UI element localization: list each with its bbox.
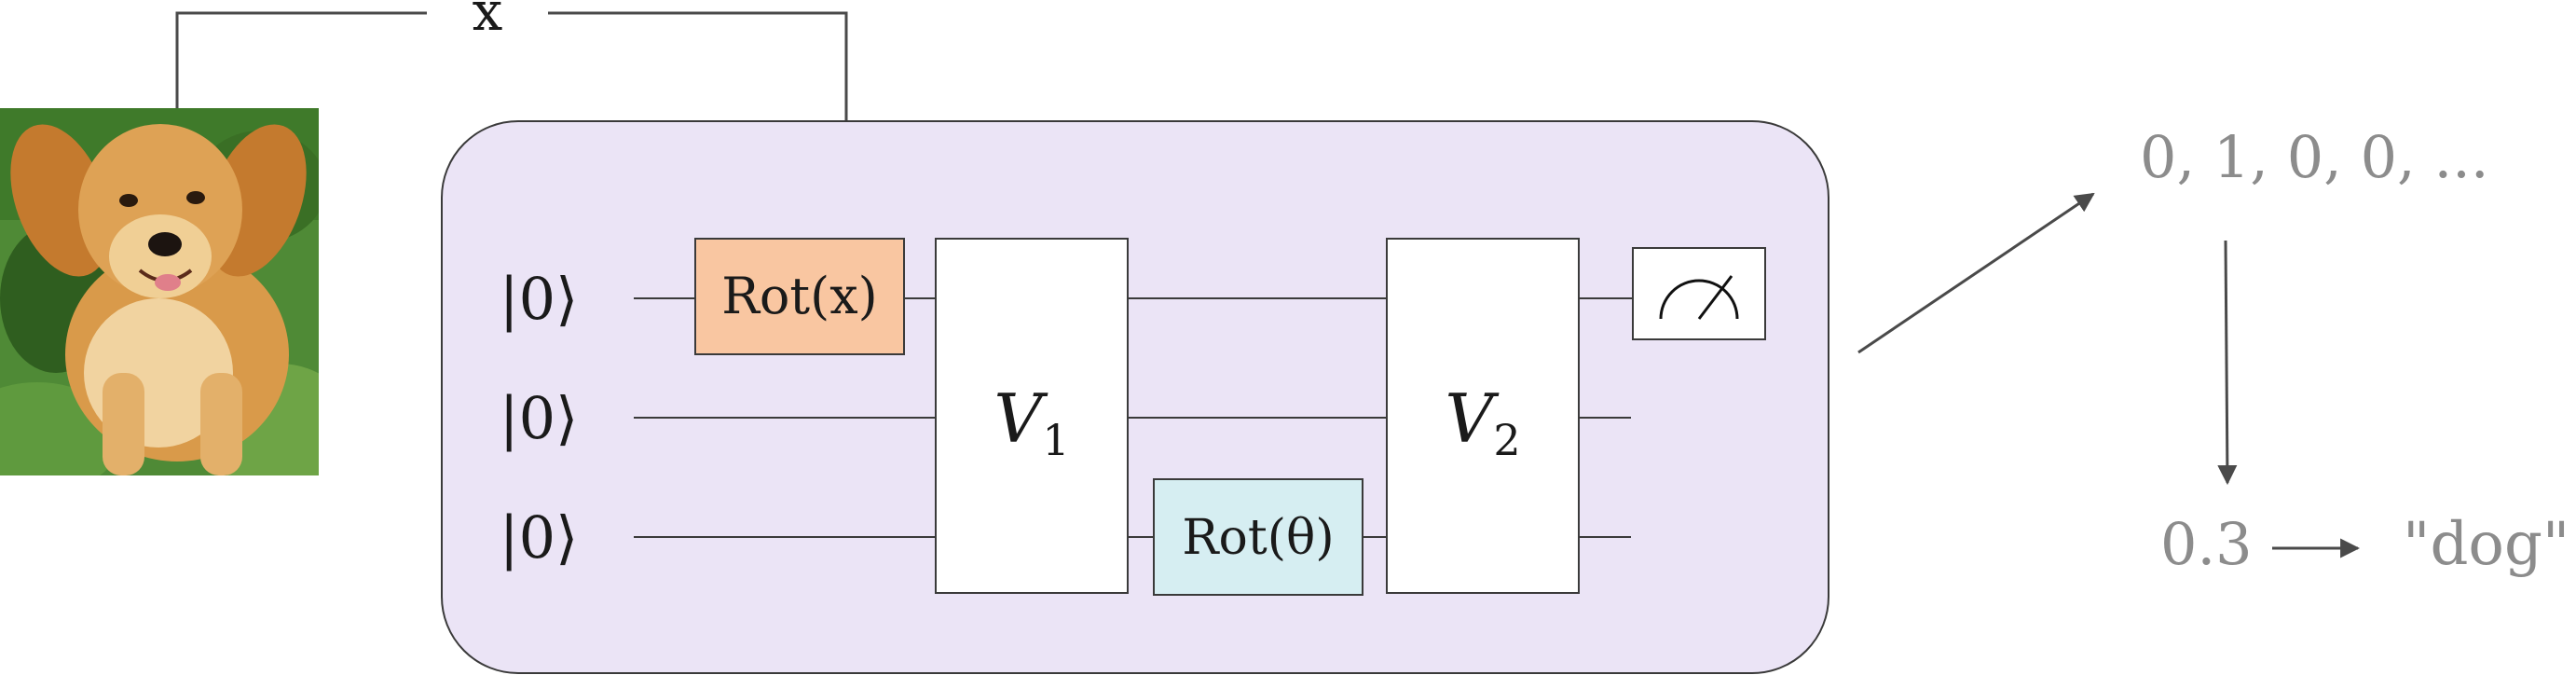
qubit-wires bbox=[634, 297, 1633, 538]
output-arrow bbox=[1857, 192, 2095, 354]
v1-gate: V1 bbox=[935, 238, 1129, 594]
circuit-panel bbox=[441, 120, 1829, 674]
v2-gate-label: V bbox=[1445, 379, 1500, 458]
measurement-gate bbox=[1632, 247, 1766, 340]
v1-gate-label: V bbox=[993, 379, 1048, 458]
dog-photo bbox=[0, 108, 319, 475]
predicted-label: "dog" bbox=[2403, 510, 2569, 579]
input-label: x bbox=[473, 0, 503, 43]
rot-theta-gate: Rot(θ) bbox=[1153, 478, 1363, 596]
expectation-value: 0.3 bbox=[2160, 510, 2253, 578]
rot-x-gate-label: Rot(x) bbox=[721, 267, 877, 325]
samples-to-expectation-arrow bbox=[2217, 240, 2238, 486]
rot-theta-gate-label: Rot(θ) bbox=[1182, 510, 1334, 566]
qubit-label-1: |0⟩ bbox=[500, 265, 579, 333]
svg-text:V1: V1 bbox=[993, 379, 1069, 465]
rot-x-gate: Rot(x) bbox=[694, 238, 905, 355]
v1-gate-subscript: 1 bbox=[1042, 415, 1069, 465]
v2-gate-subscript: 2 bbox=[1493, 415, 1520, 465]
svg-text:V2: V2 bbox=[1445, 379, 1520, 465]
v2-gate: V2 bbox=[1386, 238, 1580, 594]
measurement-samples: 0, 1, 0, 0, ... bbox=[2140, 123, 2489, 191]
qubit-label-2: |0⟩ bbox=[500, 384, 579, 452]
qubit-label-3: |0⟩ bbox=[500, 503, 579, 572]
meter-icon bbox=[1659, 275, 1739, 320]
